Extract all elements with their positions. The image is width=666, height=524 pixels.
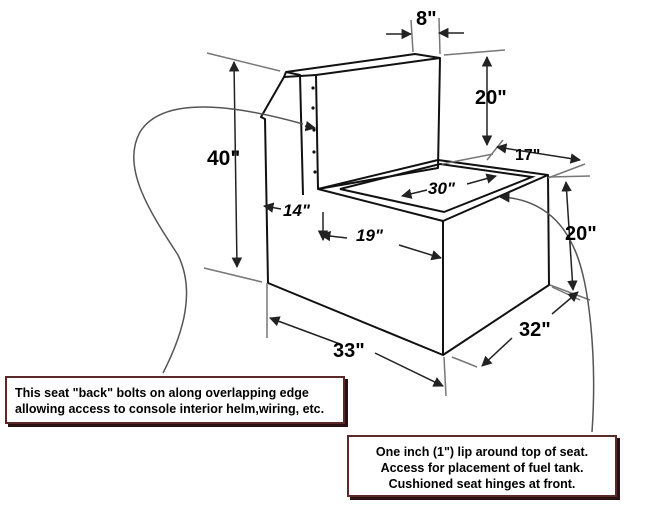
dim-seat-lid: 30" — [428, 179, 456, 198]
back-note-line-1: This seat "back" bolts on along overlapp… — [15, 386, 309, 400]
dim-side-depth: 19" — [356, 226, 384, 245]
seat-note-leader — [498, 192, 595, 433]
dim-seat-height: 20" — [565, 223, 597, 245]
dimension-labels: 8" 20" 17" 40" 30" 20" 14" 19" 33" 32" — [207, 8, 597, 362]
seat-lip-note: One inch (1") lip around top of seat. Ac… — [347, 435, 617, 497]
back-note-line-2: allowing access to console interior helm… — [15, 402, 325, 416]
dim-base-length: 33" — [333, 340, 365, 362]
seat-body-outline — [260, 53, 550, 356]
seat-note-line-2: Access for placement of fuel tank. — [380, 461, 584, 475]
extension-lines — [203, 17, 591, 397]
seat-front-face — [442, 174, 550, 356]
dim-front-width: 32" — [519, 319, 551, 341]
backrest-left-edge — [285, 71, 304, 196]
backrest-top — [283, 53, 441, 78]
seat-note-line-1: One inch (1") lip around top of seat. — [375, 445, 589, 459]
seat-note-line-3: Cushioned seat hinges at front. — [388, 477, 576, 491]
seat-top — [317, 159, 549, 190]
callout-leaders — [132, 106, 595, 433]
dim-back-height: 20" — [475, 87, 507, 109]
back-note-leader — [132, 106, 304, 374]
seat-lid-lip — [339, 162, 536, 214]
dimension-lines — [228, 27, 582, 387]
back-bolt-note: This seat "back" bolts on along overlapp… — [5, 376, 345, 424]
dim-back-width: 8" — [416, 8, 437, 30]
dim-seat-depth-top: 17" — [515, 147, 540, 164]
dim-step-depth: 14" — [283, 201, 311, 220]
dim-overall-height: 40" — [207, 147, 240, 170]
